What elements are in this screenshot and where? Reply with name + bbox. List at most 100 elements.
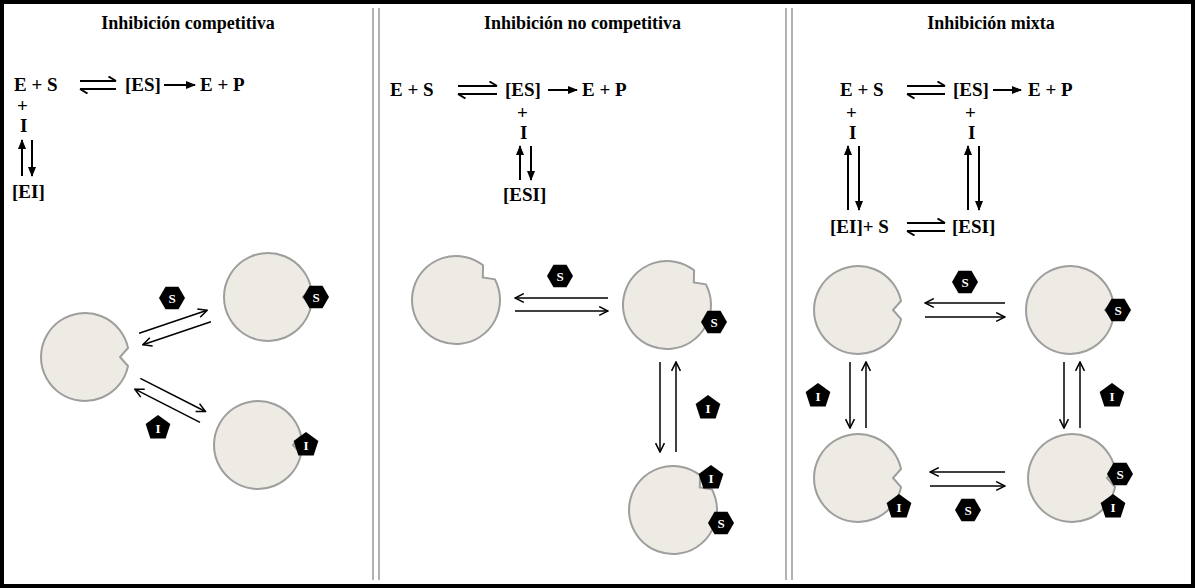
molecule-token: S <box>701 309 727 335</box>
equation-term: E + S <box>390 80 434 100</box>
molecule-token: I <box>695 395 721 421</box>
enzyme <box>224 253 311 341</box>
equation-term: E + P <box>582 80 627 100</box>
molecule-token: S <box>159 285 185 311</box>
molecule-token: I <box>886 494 912 520</box>
molecule-letter: S <box>547 263 573 289</box>
molecule-letter: I <box>698 465 724 491</box>
equation-term: [ES] <box>125 75 161 95</box>
equilibrium-arrow <box>907 230 945 232</box>
equilibrium-arrow <box>858 146 860 210</box>
panel-separator <box>372 8 374 580</box>
molecule-token: S <box>547 263 573 289</box>
equation-term: E + P <box>1028 80 1073 100</box>
equilibrium-arrow <box>21 140 23 176</box>
enzyme <box>814 266 901 354</box>
equilibrium-arrow <box>907 85 945 87</box>
molecule-token: I <box>1100 494 1126 520</box>
molecule-letter: I <box>886 494 912 520</box>
panel-heading: Inhibición mixta <box>795 12 1187 34</box>
equilibrium-arrow <box>31 140 33 176</box>
equation-term: I <box>849 123 856 143</box>
binding-arrow <box>925 302 1005 304</box>
reaction-arrow <box>548 89 577 91</box>
molecule-letter: I <box>145 415 171 441</box>
binding-arrow <box>140 378 205 411</box>
equilibrium-arrow <box>458 85 497 87</box>
molecule-letter: S <box>303 284 329 310</box>
molecule-letter: S <box>701 309 727 335</box>
binding-arrow <box>1063 362 1065 428</box>
binding-arrow <box>1079 362 1081 428</box>
reaction-arrow <box>993 89 1021 91</box>
molecule-token: S <box>955 497 981 523</box>
equilibrium-arrow <box>80 88 116 90</box>
panel-separator <box>378 8 380 580</box>
panel-separator <box>785 8 787 580</box>
molecule-token: S <box>303 284 329 310</box>
equation-term: [ES] <box>953 80 989 100</box>
equation-term: [ESI] <box>503 185 546 205</box>
molecule-letter: S <box>955 497 981 523</box>
enzyme <box>623 261 711 349</box>
molecule-letter: I <box>805 383 831 409</box>
equation-term: [EI] <box>12 182 45 202</box>
panel-heading: Inhibición competitiva <box>6 12 370 34</box>
equilibrium-arrow <box>458 93 497 95</box>
molecule-letter: I <box>1099 383 1125 409</box>
molecule-letter: S <box>1107 461 1133 487</box>
binding-arrow <box>930 485 1005 487</box>
equilibrium-arrow <box>907 222 945 224</box>
equilibrium-arrow <box>80 80 116 82</box>
binding-arrow <box>925 316 1005 318</box>
equation-term: E + S <box>840 80 884 100</box>
equation-term: E + S <box>14 75 58 95</box>
molecule-token: S <box>708 510 734 536</box>
binding-arrow <box>659 362 661 452</box>
molecule-token: I <box>293 432 319 458</box>
molecule-letter: I <box>293 432 319 458</box>
molecule-token: I <box>1099 383 1125 409</box>
reaction-arrow <box>164 84 195 86</box>
panel-separator <box>791 8 793 580</box>
enzyme <box>214 401 301 489</box>
binding-arrow <box>515 297 608 299</box>
enzyme <box>412 256 500 344</box>
binding-arrow <box>930 471 1005 473</box>
enzyme <box>41 313 128 401</box>
enzyme <box>814 434 901 522</box>
molecule-token: I <box>145 415 171 441</box>
equation-term: [EI]+ S <box>830 217 889 237</box>
equation-term: + <box>965 103 976 123</box>
equation-term: [ESI] <box>952 217 995 237</box>
molecule-token: S <box>1105 297 1131 323</box>
molecule-letter: I <box>1100 494 1126 520</box>
equation-term: [ES] <box>505 80 541 100</box>
enzyme <box>1026 266 1113 354</box>
panel-heading: Inhibición no competitiva <box>381 12 784 34</box>
equilibrium-arrow <box>519 146 521 180</box>
equation-term: + <box>17 96 28 116</box>
binding-arrow <box>865 362 867 428</box>
equilibrium-arrow <box>847 146 849 210</box>
inhibition-panel: Inhibición competitivaS S I I <box>6 6 370 582</box>
equation-term: E + P <box>200 75 245 95</box>
molecule-token: I <box>805 383 831 409</box>
binding-arrow <box>849 362 851 428</box>
molecule-letter: S <box>952 269 978 295</box>
molecule-letter: S <box>159 285 185 311</box>
equation-term: + <box>517 103 528 123</box>
enzyme <box>1028 434 1115 522</box>
molecule-token: I <box>698 465 724 491</box>
binding-arrow <box>139 310 207 333</box>
equation-term: I <box>968 123 975 143</box>
molecule-token: S <box>1107 461 1133 487</box>
equation-term: I <box>20 116 27 136</box>
molecule-letter: S <box>1105 297 1131 323</box>
molecule-letter: S <box>708 510 734 536</box>
molecule-letter: I <box>695 395 721 421</box>
equilibrium-arrow <box>967 146 969 210</box>
binding-arrow <box>675 362 677 452</box>
